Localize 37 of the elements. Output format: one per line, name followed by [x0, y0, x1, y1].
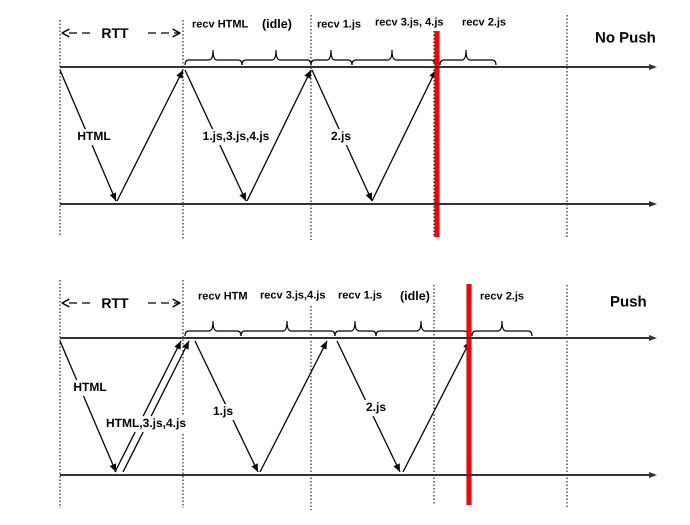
edge-label: HTML: [75, 129, 113, 145]
message-arrow: [122, 340, 190, 472]
interval-label: recv 3.js,4.js: [260, 290, 326, 302]
interval-label: recv 3.js, 4.js: [375, 16, 444, 30]
timeline-arrow: [60, 335, 657, 341]
edge-label: 1.js,3.js,4.js: [200, 129, 272, 145]
message-arrow: [184, 70, 247, 202]
interval-label: recv 1.js: [338, 290, 382, 302]
timeline-arrow: [60, 472, 657, 478]
message-arrow: [259, 340, 328, 472]
timeline-arrow: [60, 201, 657, 207]
interval-label: recv 1.js: [317, 18, 362, 32]
interval-label: recv HTM: [198, 290, 248, 304]
timeline-arrow: [60, 64, 657, 70]
message-arrow: [194, 340, 259, 472]
message-arrow: [59, 70, 117, 202]
message-arrow: [371, 70, 437, 202]
interval-label: (idle): [400, 288, 430, 304]
message-arrow: [116, 70, 184, 202]
interval-label: recv HTML: [192, 18, 248, 32]
dimension-label: RTT: [101, 24, 129, 42]
interval-label: recv 2.js: [462, 16, 506, 30]
message-arrow: [336, 340, 401, 472]
interval-label: (idle): [262, 16, 292, 32]
message-arrow: [114, 340, 182, 472]
message-arrow: [59, 340, 117, 472]
edge-label: 2.js: [364, 400, 388, 416]
panel-title: No Push: [595, 29, 656, 47]
edge-label: 2.js: [329, 129, 353, 145]
interval-label: recv 2.js: [480, 290, 524, 304]
edge-label: HTML,3.js,4.js: [104, 416, 188, 432]
message-arrow: [311, 70, 373, 202]
panel-title: Push: [610, 293, 647, 311]
dimension-label: RTT: [101, 294, 129, 312]
message-arrow: [246, 70, 312, 202]
edge-label: HTML: [71, 380, 109, 396]
edge-label: 1.js: [211, 404, 235, 420]
